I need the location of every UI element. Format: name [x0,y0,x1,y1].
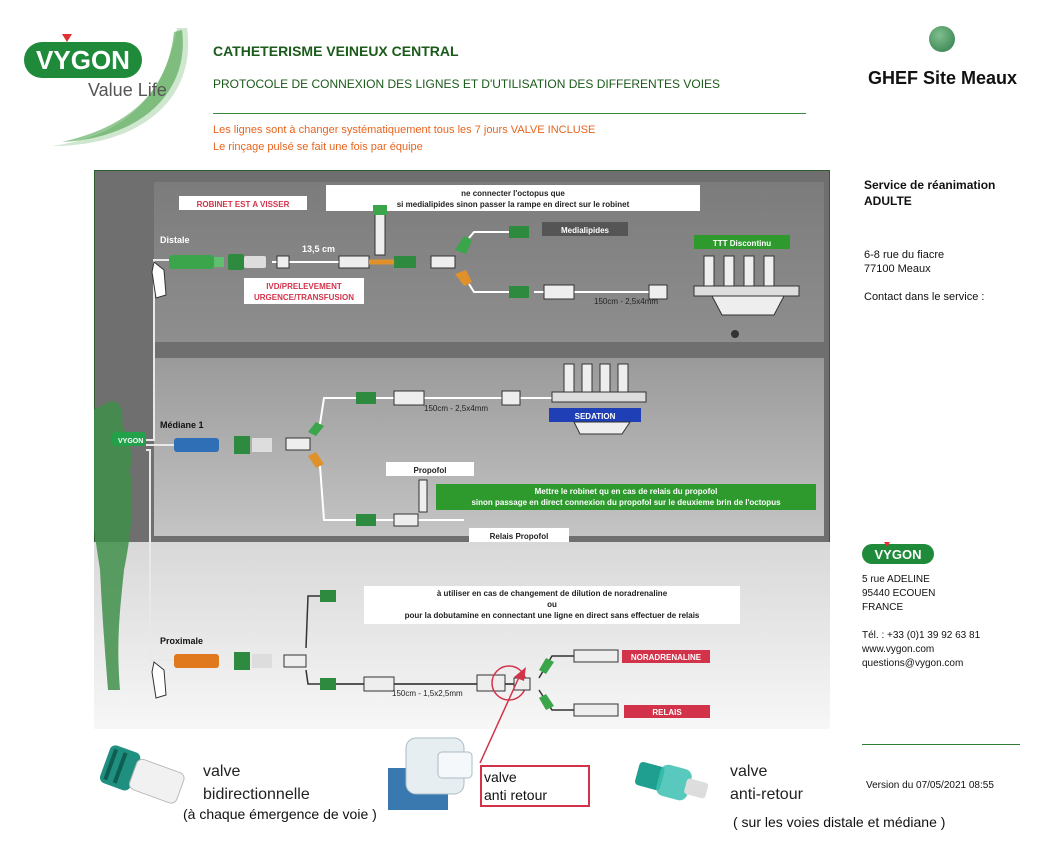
bidirectional-valve-label: valve [203,763,241,780]
anti-retour-highlight-box [480,765,590,807]
anti-retour-box-label: valve [484,769,517,785]
proximale-label: Proximale [160,636,203,646]
ttt-discontinu-label: TTT Discontinu [713,239,771,248]
propofol-note: Mettre le robinet qu en cas de relais du… [535,487,718,496]
proximale-note: à utiliser en cas de changement de dilut… [437,589,668,598]
page-subtitle: PROTOCOLE DE CONNEXION DES LIGNES ET D'U… [213,77,721,91]
vygon-tagline: Value Life [88,80,167,100]
vygon-website[interactable]: www.vygon.com [862,644,935,655]
bidirectional-valve-label: bidirectionnelle [203,786,310,803]
site-logo-icon [929,26,955,52]
vygon-logo: VYGON Value Life [24,28,189,146]
version-label: Version du 07/05/2021 08:55 [866,780,994,791]
mediane-label: Médiane 1 [160,420,204,430]
anti-retour-valve-image [388,737,473,810]
vygon-logo-text: VYGON [36,45,130,75]
relais-label: RELAIS [652,708,682,717]
vygon-small-logo-text: VYGON [875,547,922,562]
page-title: CATHETERISME VEINEUX CENTRAL [213,43,459,59]
site-name: GHEF Site Meaux [868,68,1018,88]
side-divider [862,744,1020,745]
medialipides-label: Medialipides [561,226,610,235]
header-divider [213,113,806,114]
distale-tube-spec: 150cm - 2,5x4mm [594,297,658,306]
vygon-address: FRANCE [862,602,904,613]
vygon-address: 95440 ECOUEN [862,588,936,599]
anti-retour-valve-image [635,761,709,801]
distale-note: si medialipides sinon passer la rampe en… [397,200,630,209]
service-name: ADULTE [864,194,912,208]
noradrenaline-label: NORADRENALINE [631,653,702,662]
vygon-small-logo: VYGON [862,542,934,564]
sedation-label: SEDATION [575,412,616,421]
anti-retour-valve-label: valve [730,763,768,780]
vygon-phone: Tél. : +33 (0)1 39 92 63 81 [862,630,981,641]
anti-retour-valve-label: anti-retour [730,786,803,803]
relais-propofol-label: Relais Propofol [490,532,549,541]
distale-label: Distale [160,235,190,245]
anti-retour-valve-note: ( sur les voies distale et médiane ) [733,814,946,830]
warning-line: Le rinçage pulsé se fait une fois par éq… [213,141,423,153]
distale-note: ne connecter l'octopus que [461,189,565,198]
catheter-hub-label: VYGON [118,438,143,445]
bidirectional-valve-image [99,745,185,804]
vygon-address: 5 rue ADELINE [862,574,930,585]
anti-retour-box-label: anti retour [484,787,548,803]
proximale-note: pour la dobutamine en connectant une lig… [405,611,700,620]
proximale-note: ou [547,600,557,609]
bidirectional-valve-note: (à chaque émergence de voie ) [183,806,377,822]
ivd-label: URGENCE/TRANSFUSION [254,293,354,302]
mediane-tube-spec: 150cm - 2,5x4mm [424,404,488,413]
catheter-diagram: VYGON Distale ROBINET EST A VISSER ne co… [94,170,830,729]
service-address: 77100 Meaux [864,263,931,275]
distale-length: 13,5 cm [302,244,335,254]
arrow-icon [479,667,526,764]
service-name: Service de réanimation [864,178,996,192]
ivd-label: IVD/PRELEVEMENT [266,282,342,291]
proximale-tube-spec: 150cm - 1,5x2,5mm [392,689,463,698]
vygon-email[interactable]: questions@vygon.com [862,658,964,669]
warning-line: Les lignes sont à changer systématiqueme… [213,124,596,136]
robinet-label: ROBINET EST A VISSER [197,200,290,209]
propofol-label: Propofol [414,466,447,475]
propofol-note: sinon passage en direct connexion du pro… [471,498,781,507]
patient-silhouette [94,401,132,690]
proximale-panel [94,542,830,729]
service-address: 6-8 rue du fiacre [864,249,945,261]
contact-label: Contact dans le service : [864,291,985,303]
